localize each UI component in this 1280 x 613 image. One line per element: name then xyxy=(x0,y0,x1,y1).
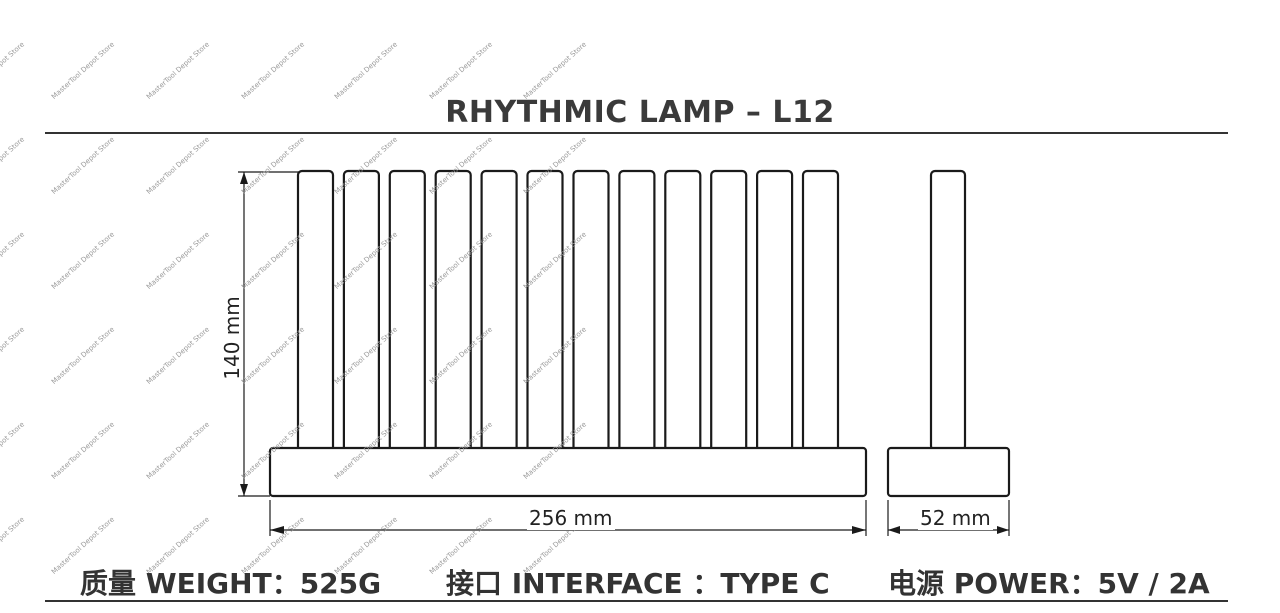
height-dimension-line xyxy=(238,171,300,497)
lamp-tube xyxy=(342,169,380,453)
lamp-tube xyxy=(801,169,840,453)
page-title: RHYTHMIC LAMP – L12 xyxy=(445,95,835,130)
width-label: 256 mm xyxy=(527,506,615,530)
width-dimension-line xyxy=(269,500,867,536)
lamp-tube xyxy=(664,169,702,453)
front-base xyxy=(268,446,868,498)
spec-interface: 接口 INTERFACE ：TYPE C xyxy=(446,567,830,600)
lamp-tube xyxy=(710,169,748,453)
side-tube xyxy=(929,169,967,452)
lamp-tube xyxy=(388,169,426,453)
bottom-divider xyxy=(45,600,1228,602)
lamp-tubes xyxy=(296,169,840,453)
spec-power: 电源 POWER：5V / 2A xyxy=(888,567,1210,600)
lamp-tube xyxy=(526,169,564,453)
title-divider xyxy=(45,132,1228,134)
depth-label: 52 mm xyxy=(918,506,993,530)
height-label: 140 mm xyxy=(219,296,244,380)
spec-weight: 质量 WEIGHT：525G xyxy=(80,567,382,600)
lamp-tube xyxy=(755,169,794,453)
side-base xyxy=(886,446,1011,498)
lamp-tube xyxy=(572,169,610,453)
lamp-tube xyxy=(296,169,335,453)
depth-dimension-line xyxy=(887,500,1010,536)
lamp-tube xyxy=(480,169,518,453)
lamp-tube xyxy=(618,169,656,453)
lamp-tube xyxy=(434,169,472,453)
